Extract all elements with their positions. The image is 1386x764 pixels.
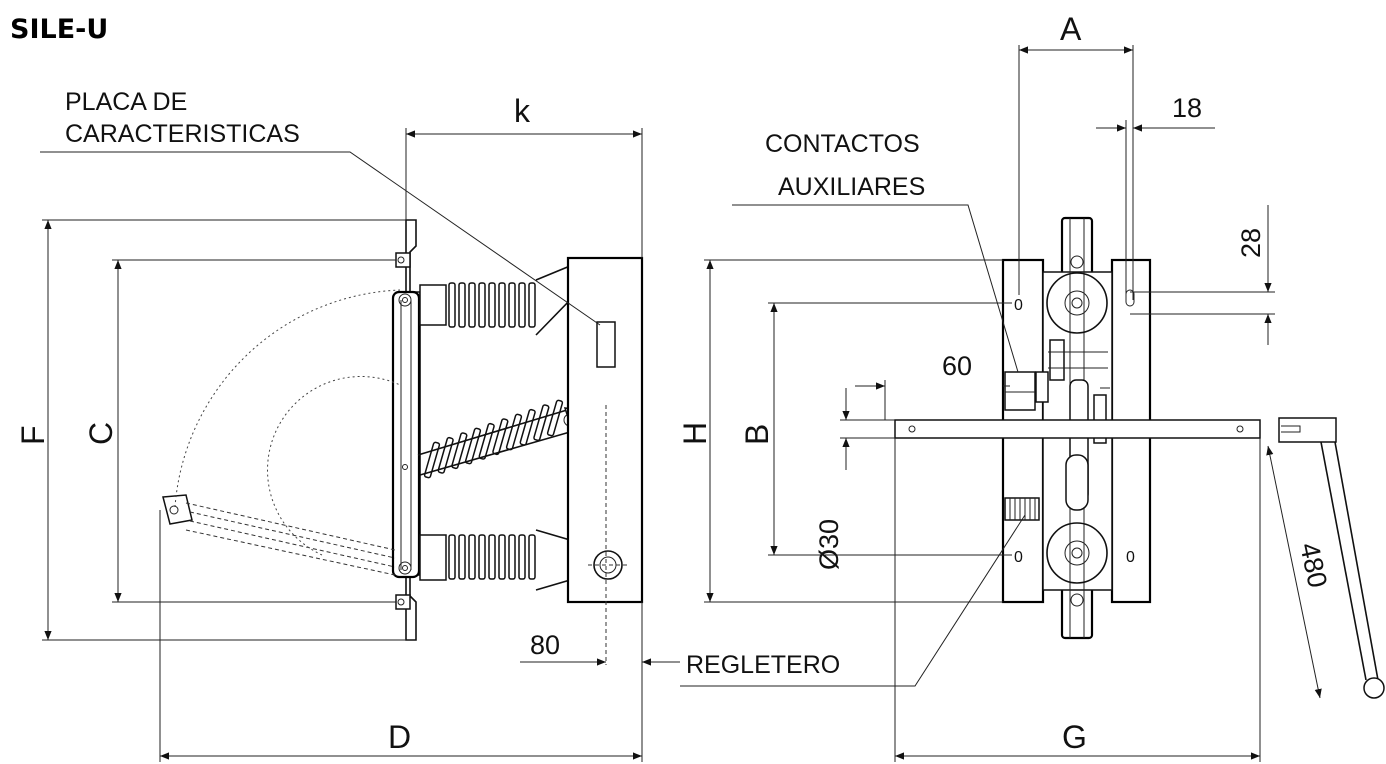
insulator-rib [448, 282, 456, 328]
insulator-rib [498, 282, 506, 328]
dim-d: D [388, 719, 411, 755]
insulator-rib [528, 282, 536, 328]
pulley-top [1046, 255, 1108, 334]
insulator-rib [488, 534, 496, 580]
pulley-bottom [1046, 522, 1108, 607]
dim-b: B [739, 424, 775, 445]
dim-f: F [15, 425, 51, 445]
base-box [566, 256, 644, 604]
dim-k: k [514, 93, 531, 129]
aux-contacts-box [1004, 371, 1036, 411]
insulator-rib [508, 282, 516, 328]
swing-arc-outer [174, 289, 401, 508]
insulator-rib [468, 534, 476, 580]
insulator-rib [448, 534, 456, 580]
contactos-label-2: AUXILIARES [778, 173, 925, 201]
svg-text:0: 0 [1014, 549, 1023, 566]
operating-shaft [894, 419, 1261, 439]
leader-regletero [680, 514, 1026, 687]
svg-text:0: 0 [1126, 549, 1135, 566]
handle-open-position [162, 494, 396, 576]
insulator-rib [498, 534, 506, 580]
insulator-rib [468, 282, 476, 328]
front-view: 0 0 0 A [677, 11, 1385, 762]
insulator-rib [478, 534, 486, 580]
dim-480: 480 [1294, 540, 1333, 590]
insulator-bottom [419, 529, 571, 591]
insulator-rib [423, 441, 441, 479]
dim-18: 18 [1172, 93, 1202, 123]
side-view: PLACA DE CARACTERISTICAS k F C D 80 REGL… [15, 88, 840, 762]
insulator-rib [478, 282, 486, 328]
insulator-rib [458, 282, 466, 328]
dim-28: 28 [1236, 228, 1266, 258]
dim-30: Ø30 [814, 519, 844, 570]
insulator-rib [458, 534, 466, 580]
dim-h: H [677, 422, 713, 445]
insulator-rib [488, 282, 496, 328]
dim-line-480 [1266, 445, 1322, 699]
blade-bar [391, 290, 421, 579]
svg-text:0: 0 [1014, 297, 1023, 314]
insulator-rib [528, 534, 536, 580]
leader-contactos [732, 204, 1019, 373]
dim-c: C [83, 422, 119, 445]
rating-plate [596, 321, 616, 368]
regletero-label: REGLETERO [686, 651, 840, 679]
swing-arc-inner [267, 375, 401, 556]
insulator-rib [518, 534, 526, 580]
dim-60: 60 [942, 351, 972, 381]
insulator-rib [492, 418, 509, 456]
insulator-rib [518, 282, 526, 328]
dim-80: 80 [530, 630, 560, 660]
insulator-rib [505, 413, 523, 451]
fixing-lug-top [395, 252, 411, 268]
insulator-rib [508, 534, 516, 580]
dim-a: A [1060, 11, 1082, 47]
insulator-rib [546, 399, 564, 437]
page-title: SILE-U [10, 14, 108, 45]
contactos-label-1: CONTACTOS [765, 130, 920, 158]
dim-g: G [1062, 719, 1087, 755]
placa-label-2: CARACTERISTICAS [65, 120, 300, 148]
insulator-rib [533, 404, 550, 442]
fixing-lug-bottom [395, 594, 411, 610]
insulator-rib [519, 408, 536, 446]
leader-placa [40, 151, 601, 326]
terminal-block [1004, 497, 1040, 521]
insulator-rib [437, 436, 454, 474]
insulator-top [419, 264, 571, 336]
placa-label-1: PLACA DE [65, 88, 187, 116]
crank-handle [1278, 417, 1385, 699]
